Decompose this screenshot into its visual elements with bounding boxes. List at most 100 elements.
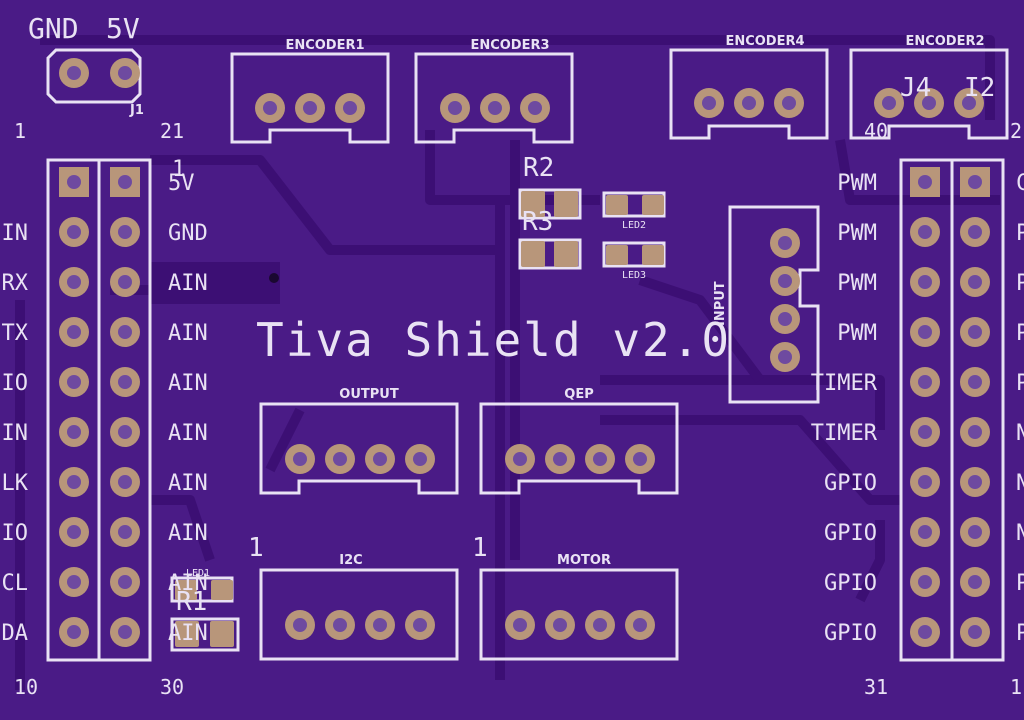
right-pin-label: GPIO: [824, 471, 877, 496]
right-header-pad-hole: [918, 275, 932, 289]
right-edge-pin-label: C: [1016, 171, 1024, 196]
r2-ref: R2: [523, 153, 554, 183]
connector-pad-hole: [413, 452, 427, 466]
encoder-pad-hole: [263, 101, 277, 115]
led2-ref: LED2: [622, 220, 646, 231]
right-header-pad-hole: [918, 575, 932, 589]
input-pad-hole: [778, 350, 792, 364]
left-header-pad-hole: [118, 425, 132, 439]
left-header-pad-hole: [118, 225, 132, 239]
right-header-pad-hole: [918, 375, 932, 389]
encoder-pad-hole: [702, 96, 716, 110]
right-pin-label: PWM: [837, 321, 877, 346]
left-pin-label: 5V: [168, 171, 195, 196]
left-header-pad-hole: [118, 625, 132, 639]
encoder-pad-hole: [782, 96, 796, 110]
i2-ref: I2: [964, 73, 995, 103]
right-edge-pin-label: P: [1016, 321, 1024, 346]
right-header-pad-hole: [918, 625, 932, 639]
r2-pad: [521, 191, 545, 217]
encoder-pad-hole: [303, 101, 317, 115]
right-header-pad-hole: [918, 475, 932, 489]
led3-ref: LED3: [622, 270, 646, 281]
right-header-pad-hole: [918, 525, 932, 539]
left-pin-label: AIN: [168, 321, 208, 346]
left-header-pad-hole: [118, 475, 132, 489]
input-pad-hole: [778, 312, 792, 326]
connector-pad-hole: [633, 618, 647, 632]
right-edge-pin-label: P: [1016, 371, 1024, 396]
left-pin-label: GND: [168, 221, 208, 246]
left-pin-label: AIN: [168, 471, 208, 496]
left-header-pad-hole: [118, 275, 132, 289]
left-header-pad-hole: [67, 375, 81, 389]
encoder-pad-hole: [962, 96, 976, 110]
connector-pad-hole: [333, 618, 347, 632]
connector-pad-hole: [513, 452, 527, 466]
gnd-label: GND: [28, 12, 79, 45]
connector-pad-hole: [593, 618, 607, 632]
left-header-pad-hole: [118, 375, 132, 389]
connector-pad-hole: [513, 618, 527, 632]
right-header-pad-hole: [968, 575, 982, 589]
pin-number-30: 30: [160, 675, 184, 699]
right-header-pad-hole: [968, 375, 982, 389]
input-pad-hole: [778, 236, 792, 250]
left-edge-pin-label: CL: [2, 571, 29, 596]
output-label: OUTPUT: [339, 387, 399, 402]
pin-number-1: 1: [14, 119, 26, 143]
encoder-pad-hole: [448, 101, 462, 115]
encoder-pad-hole: [343, 101, 357, 115]
left-header-pad-hole: [67, 225, 81, 239]
r3-pad: [521, 241, 545, 267]
r2-pad: [554, 191, 578, 217]
pads-group: [59, 58, 990, 647]
left-pin-label: AIN: [168, 371, 208, 396]
led3-pad: [606, 245, 628, 265]
left-header-pad-hole: [67, 425, 81, 439]
led1-pad: [211, 580, 233, 600]
pin-number-31: 31: [864, 675, 888, 699]
left-edge-pin-label: RX: [2, 271, 29, 296]
power-pad-hole: [118, 66, 132, 80]
left-header-pad-hole: [67, 275, 81, 289]
left-edge-pin-label: IO: [2, 371, 29, 396]
encoder4-label: ENCODER4: [725, 34, 804, 49]
motor-pin1-mark: 1: [472, 533, 488, 563]
right-edge-pin-label: N: [1016, 421, 1024, 446]
right-edge-pin-label: N: [1016, 521, 1024, 546]
right-pin-label: GPIO: [824, 521, 877, 546]
left-pin-label: AIN: [168, 271, 208, 296]
connector-pad-hole: [553, 452, 567, 466]
left-header-pad-hole: [67, 325, 81, 339]
encoder-pad-hole: [528, 101, 542, 115]
right-edge-pin-label: N: [1016, 471, 1024, 496]
right-header-pad-hole: [968, 225, 982, 239]
pin1-mark: 1: [172, 157, 185, 182]
board-title: Tiva Shield v2.0: [256, 313, 731, 367]
right-pin-label: TIMER: [811, 371, 878, 396]
motor-label: MOTOR: [557, 553, 611, 568]
right-edge-pin-label: P: [1016, 221, 1024, 246]
left-edge-pin-label: TX: [2, 321, 29, 346]
led1-pad: [175, 580, 197, 600]
r1-ref: R1: [176, 587, 207, 617]
right-pin-label: GPIO: [824, 621, 877, 646]
encoder-pad-hole: [488, 101, 502, 115]
connector-pad-hole: [333, 452, 347, 466]
right-pin-label: TIMER: [811, 421, 878, 446]
left-edge-pin-label: DA: [2, 621, 29, 646]
input-pad-hole: [778, 274, 792, 288]
right-header-pad-hole: [918, 425, 932, 439]
left-edge-pin-label: IN: [2, 421, 29, 446]
connector-pad-hole: [413, 618, 427, 632]
led3-pad: [642, 245, 664, 265]
connector-pad-hole: [293, 452, 307, 466]
right-header-pad-hole: [968, 425, 982, 439]
left-pin-label: AIN: [168, 621, 208, 646]
right-edge-pin-label: P: [1016, 571, 1024, 596]
